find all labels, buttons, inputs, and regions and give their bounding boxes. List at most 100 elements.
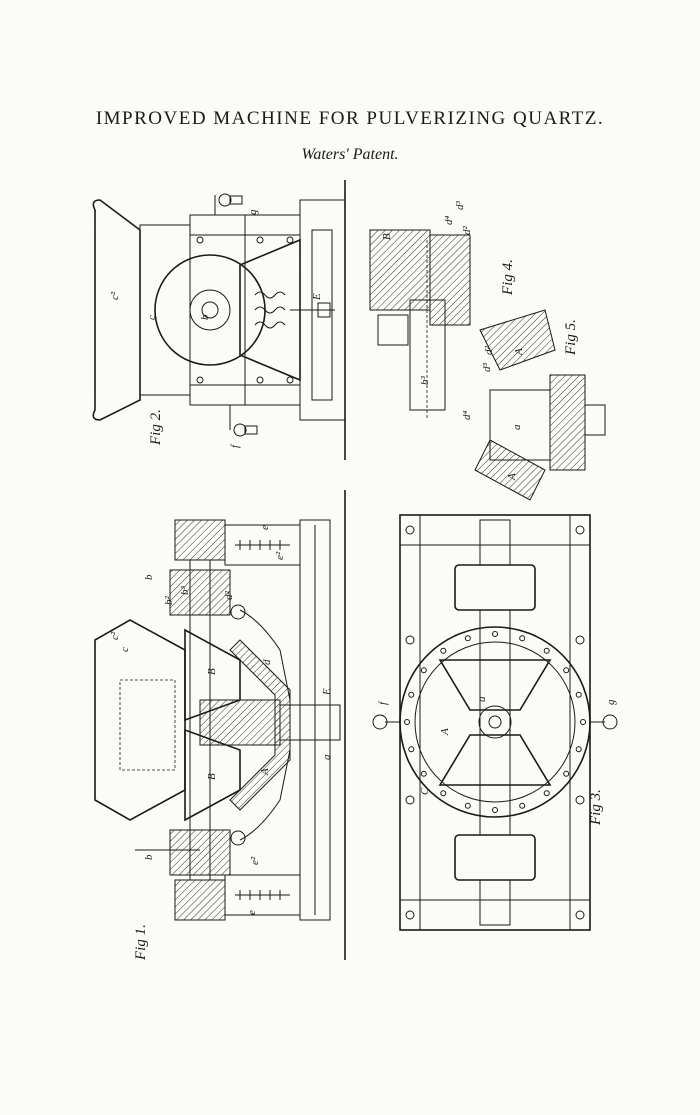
fig2-bolts	[196, 236, 294, 384]
label-B-right-fig1: B	[206, 668, 218, 675]
fig3-spring-bottom	[479, 879, 511, 926]
label-e2-left-fig1: e²	[249, 856, 261, 865]
label-g-fig2: g	[247, 209, 259, 215]
fig3-label: Fig 3.	[588, 789, 604, 826]
fig2-nut	[317, 302, 331, 318]
rim-bolt	[563, 770, 570, 777]
label-f-fig3: f	[377, 700, 389, 705]
label-B-fig4: B	[381, 233, 393, 240]
label-d-fig1: d	[261, 659, 273, 665]
rim-bolt	[563, 667, 570, 674]
rim-bolt	[543, 790, 550, 797]
rim-bolt	[440, 647, 447, 654]
rim-bolt	[440, 790, 447, 797]
fig1-bearing-left	[174, 879, 226, 921]
label-a-fig5: a	[511, 424, 523, 430]
rim-bolt	[519, 802, 526, 809]
rim-bolt	[575, 746, 582, 753]
fig1-cock-left	[230, 830, 246, 846]
label-b-left-fig1: b	[143, 854, 155, 860]
fig2-valve-f	[229, 405, 258, 437]
fig1-spring-box-left	[224, 874, 301, 916]
label-d4-fig4: d⁴	[443, 216, 455, 226]
label-g-fig3: g	[605, 699, 617, 705]
fig3-roller-top	[438, 659, 552, 711]
fig3-rim-bolts	[404, 631, 586, 813]
fig1-label: Fig 1.	[133, 924, 149, 961]
fig2-label: Fig 2.	[148, 409, 164, 446]
fig5-pan-lower	[474, 439, 546, 501]
fig1-pan-A	[229, 639, 291, 811]
label-A-fig3: A	[439, 728, 451, 736]
fig2-spring	[254, 291, 286, 329]
fig1-pipe-d-left	[239, 749, 291, 841]
rim-bolt	[420, 770, 427, 777]
rim-bolt	[580, 719, 586, 725]
figure-5: A A a d⁴ d³ d² Fig 5.	[461, 309, 606, 501]
label-E-fig1: E	[321, 688, 333, 696]
figure-3: C A a f g Fig 3.	[372, 514, 618, 931]
figure-4: B b³ d⁴ d³ d² Fig 4.	[369, 201, 516, 420]
fig1-pulley-b-left	[169, 829, 231, 876]
fig2-wheel-b	[154, 254, 266, 366]
label-d2-fig5: d²	[483, 346, 495, 356]
fig3-pulley-bottom	[454, 834, 536, 881]
rim-bolt	[519, 635, 526, 642]
fig3-shaft	[479, 609, 511, 836]
rim-bolt	[543, 647, 550, 654]
rim-bolt	[408, 746, 415, 753]
fig1-springs	[235, 540, 290, 900]
plate-title: IMPROVED MACHINE FOR PULVERIZING QUARTZ.	[95, 108, 605, 129]
label-a-fig1: a	[321, 754, 333, 760]
rim-bolt	[492, 631, 498, 637]
fig2-hopper-neck	[139, 224, 191, 396]
label-b3-fig1: b³	[179, 586, 191, 596]
label-d3-fig5: d³	[481, 363, 493, 373]
fig3-roller-bottom	[438, 734, 552, 786]
label-d3-fig4: d³	[454, 201, 466, 211]
fig3-valve-g	[590, 714, 618, 730]
fig3-spring-top	[479, 519, 511, 566]
fig1-spindle-a	[279, 704, 341, 741]
rim-bolt	[420, 667, 427, 674]
fig1-cock-right	[230, 604, 246, 620]
fig1-spring-box-right	[224, 524, 301, 566]
fig3-hub-a	[478, 705, 512, 739]
label-e2-fig1: e²	[274, 551, 286, 560]
fig2-base-inner	[311, 229, 333, 401]
fig2-yoke	[239, 238, 301, 382]
fig5-step	[549, 374, 586, 471]
label-c-fig2: c	[146, 315, 158, 320]
label-b-fig2: b	[199, 314, 211, 320]
label-e-left-fig1: e	[246, 910, 258, 915]
label-C-fig3: C	[419, 787, 431, 795]
fig3-pan-inner-A	[414, 641, 576, 803]
label-d2-fig1: d²	[223, 591, 235, 601]
fig3-corner-bolts	[405, 525, 585, 920]
fig1-hopper-opening	[119, 679, 176, 771]
figure-1: Fig 1. c² c B B A E a d b b b² b³ d² e e…	[94, 490, 346, 961]
fig4-shaft-b3	[409, 299, 446, 411]
rim-bolt	[464, 802, 471, 809]
fig3-pulley-top	[454, 564, 536, 611]
fig4-hub-right	[429, 234, 471, 326]
rim-bolt	[464, 635, 471, 642]
label-c-fig1: c	[119, 647, 131, 652]
figure-2: Fig 2. c² c b E g f	[92, 180, 346, 460]
fig4-label: Fig 4.	[500, 259, 516, 296]
label-E-fig2: E	[311, 293, 323, 301]
fig2-valve-g	[214, 193, 243, 215]
fig1-pulley-b-right	[169, 569, 231, 616]
label-B-left-fig1: B	[206, 773, 218, 780]
label-d4-fig5: d⁴	[461, 411, 473, 421]
fig5-label: Fig 5.	[563, 319, 579, 356]
fig1-bearing-right	[174, 519, 226, 561]
rim-bolt	[404, 719, 410, 725]
fig1-hopper-C	[94, 619, 186, 821]
fig1-center-hub	[199, 699, 281, 746]
label-e-fig1: e	[259, 525, 271, 530]
rim-bolt	[408, 691, 415, 698]
fig2-hub	[189, 289, 231, 331]
fig4-key	[377, 314, 409, 346]
